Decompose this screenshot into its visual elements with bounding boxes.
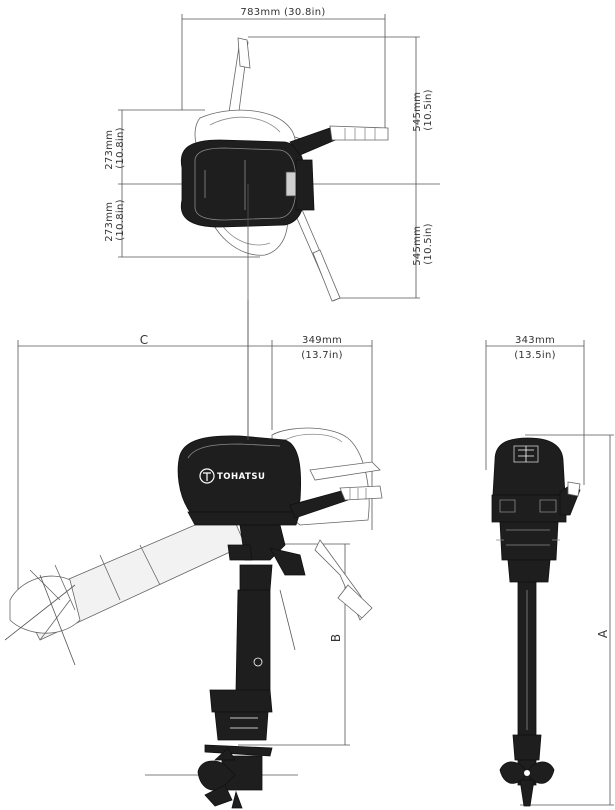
top-left-lower-label: 273mm (10.8in) [104, 198, 126, 242]
label-a: A [596, 629, 610, 638]
top-view-tiller-handle [289, 125, 389, 156]
side-view-leg [197, 589, 273, 809]
top-width-label: 783mm (30.8in) [240, 7, 325, 18]
side-view-clamp-bracket [227, 524, 306, 651]
label-c: C [140, 333, 148, 347]
top-left-upper-line1: 273mm [104, 130, 115, 170]
top-right-upper-label: 545mm (10.5in) [412, 88, 434, 132]
top-view-cowling [180, 139, 315, 228]
top-left-lower-line2: (10.8in) [115, 199, 126, 241]
top-right-upper-line1: 545mm [412, 92, 423, 132]
brand-label: TOHATSU [217, 472, 265, 482]
side-view: TOHATSU [4, 300, 383, 809]
label-b: B [329, 634, 343, 642]
side-view-powerhead: TOHATSU [177, 435, 383, 526]
top-right-lower-line2: (10.5in) [423, 223, 434, 265]
front-view-clamp [496, 521, 560, 583]
front-view-dimension-lines [485, 340, 614, 806]
top-right-lower-line1: 545mm [412, 226, 423, 266]
front-view: 343mm (13.5in) A [485, 335, 614, 807]
front-view-powerhead [491, 437, 581, 523]
front-view-leg [499, 581, 555, 807]
top-right-upper-line2: (10.5in) [423, 89, 434, 131]
front-width-label-line1: 343mm [515, 335, 555, 346]
top-left-upper-label: 273mm (10.8in) [104, 126, 126, 170]
side-width-label-line2: (13.7in) [301, 350, 343, 361]
top-left-lower-line1: 273mm [104, 202, 115, 242]
top-view: 783mm (30.8in) 273mm (10.8in) 273mm (10.… [104, 7, 440, 440]
tohatsu-logo-icon [199, 468, 215, 484]
top-right-lower-label: 545mm (10.5in) [412, 222, 434, 266]
top-left-upper-line2: (10.8in) [115, 127, 126, 169]
side-width-label-line1: 349mm [302, 335, 342, 346]
front-width-label-line2: (13.5in) [514, 350, 556, 361]
